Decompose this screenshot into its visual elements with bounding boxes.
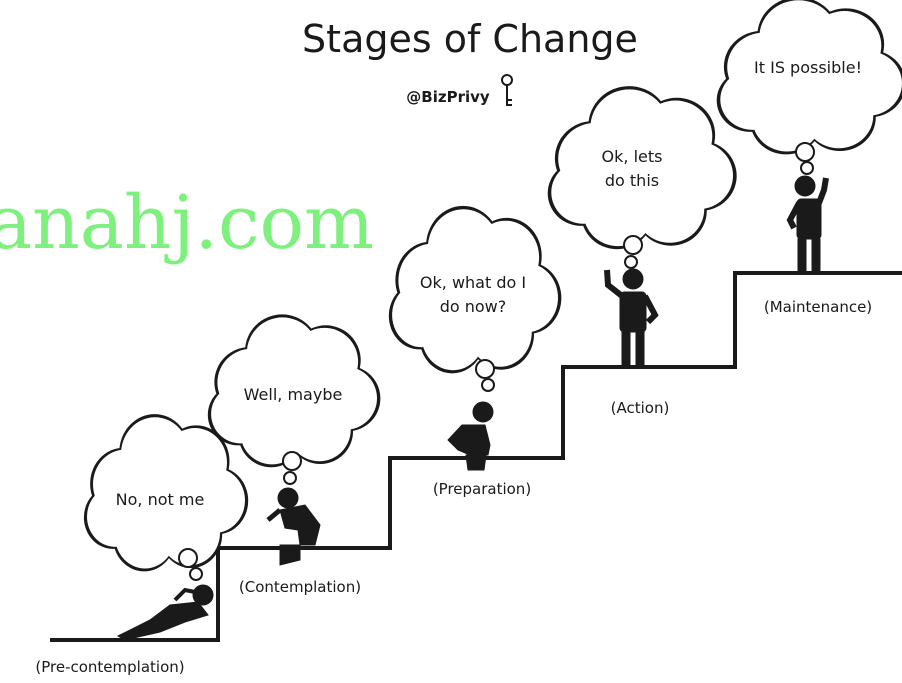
diagram-title: Stages of Change — [302, 17, 638, 61]
figure-contemplation — [266, 487, 321, 566]
stage-label-contemplation: (Contemplation) — [239, 578, 361, 596]
thought-text-preparation-line-2: do now? — [440, 297, 507, 316]
watermark-text: anahj.com — [0, 180, 374, 266]
thought-cloud-maintenance — [717, 0, 902, 175]
stage-label-preparation: (Preparation) — [433, 480, 531, 498]
thought-text-precontemplation: No, not me — [116, 490, 205, 509]
thought-cloud-preparation — [389, 206, 562, 392]
figure-action — [604, 268, 659, 366]
stage-label-maintenance: (Maintenance) — [764, 298, 872, 316]
figure-maintenance — [786, 175, 829, 273]
key-icon — [501, 74, 513, 106]
thought-cloud-precontemplation — [84, 414, 248, 581]
thought-text-action-line-2: do this — [605, 171, 659, 190]
thought-text-action-line-1: Ok, lets — [602, 147, 663, 166]
figure-precontemplation — [116, 584, 214, 641]
stage-label-precontemplation: (Pre-contemplation) — [35, 658, 184, 676]
thought-text-preparation-line-1: Ok, what do I — [420, 273, 526, 292]
figure-preparation — [447, 401, 494, 471]
stage-label-action: (Action) — [611, 399, 670, 417]
thought-text-contemplation: Well, maybe — [244, 385, 343, 404]
thought-text-maintenance: It IS possible! — [754, 58, 862, 77]
author-handle: @BizPrivy — [406, 88, 490, 106]
thought-cloud-action — [548, 86, 737, 269]
thought-cloud-contemplation — [208, 314, 381, 485]
